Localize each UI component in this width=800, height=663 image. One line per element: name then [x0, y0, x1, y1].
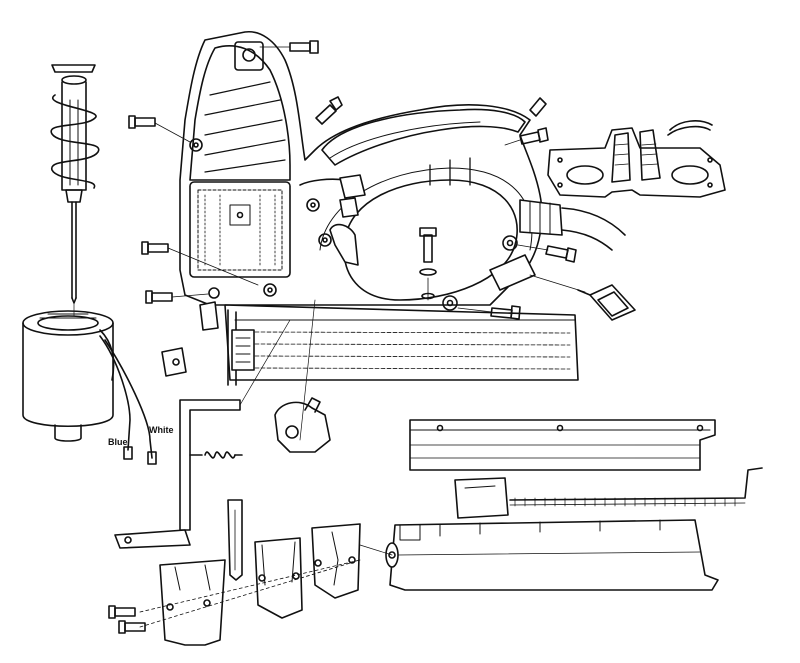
- leader-lines: [73, 299, 393, 556]
- magazine-track: [409, 419, 716, 471]
- magazine-channel: [385, 519, 719, 591]
- wire-label-blue: Blue: [108, 437, 128, 447]
- screw-handle-right: [529, 97, 547, 117]
- screw-handle-top: [315, 96, 343, 125]
- nose-magazine-housing: [224, 304, 579, 386]
- screw-center-vertical: [419, 227, 437, 301]
- main-housing: [179, 31, 626, 311]
- power-switch: [529, 274, 636, 321]
- screw-right-low: [457, 305, 521, 320]
- front-guide-plates: [108, 499, 361, 646]
- wire-label-white: White: [149, 425, 174, 435]
- screw-left-mid: [141, 241, 259, 286]
- small-parts: [161, 301, 331, 453]
- feed-spring-pusher: [454, 467, 763, 519]
- screw-left-low: [145, 290, 209, 304]
- screw-left-upper: [128, 115, 191, 143]
- screw-right-mid: [517, 244, 577, 263]
- plunger-spring-assembly: [50, 64, 100, 304]
- safety-wire-form: [114, 399, 243, 549]
- housing-screws: [128, 40, 577, 320]
- handle-inner-cover: [547, 120, 726, 198]
- screw-top: [259, 40, 319, 54]
- screw-right-upper: [504, 127, 549, 146]
- solenoid-coil: [22, 310, 157, 465]
